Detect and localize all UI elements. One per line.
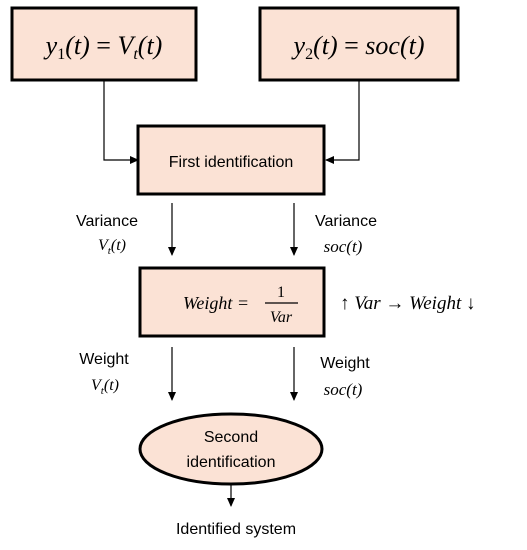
- second-identification-line2: identification: [187, 454, 276, 471]
- variance-right-title: Variance: [315, 213, 377, 230]
- var-weight-relation: ↑ Var → Weight ↓: [340, 293, 475, 314]
- weight-right-title: Weight: [320, 355, 370, 372]
- output-y1-box: [10, 6, 198, 82]
- weight-right-symbol: soc(t): [324, 380, 363, 399]
- weight-formula-box: [138, 266, 326, 338]
- connector-y1-to-first: [103, 80, 139, 164]
- variance-left-symbol: Vt(t): [98, 237, 126, 257]
- variance-left-title: Variance: [76, 213, 138, 230]
- second-identification-ellipse: [138, 412, 324, 486]
- output-y2-label: y2(t) = soc(t): [291, 31, 425, 63]
- identified-system-label: Identified system: [176, 521, 296, 538]
- first-identification-label: First identification: [169, 154, 294, 171]
- weight-formula-numerator: 1: [277, 284, 285, 301]
- variance-right-symbol: soc(t): [324, 237, 363, 256]
- weight-formula-lhs: Weight =: [183, 293, 249, 313]
- connector-y2-to-first: [325, 80, 360, 164]
- weight-left-symbol: Vt(t): [91, 377, 119, 397]
- output-y1-label: y1(t) = Vt(t): [43, 31, 163, 63]
- first-identification-box: [136, 124, 326, 196]
- second-identification-line1: Second: [204, 429, 258, 446]
- weight-formula-denominator: Var: [270, 309, 293, 326]
- weight-left-title: Weight: [79, 351, 129, 368]
